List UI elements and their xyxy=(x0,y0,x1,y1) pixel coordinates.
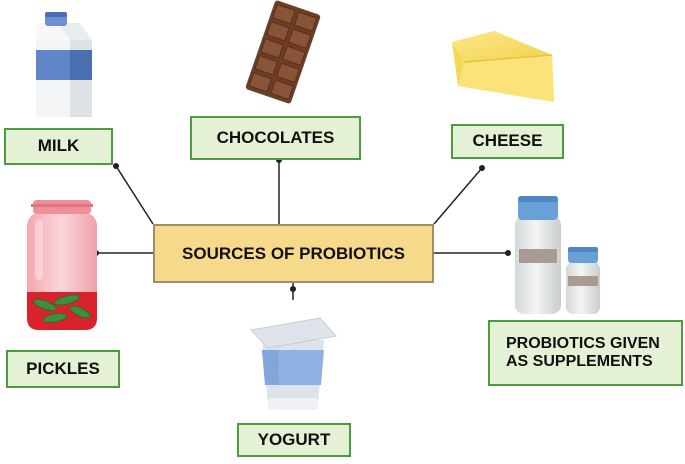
milk-carton-icon xyxy=(36,12,92,117)
label-milk-text: MILK xyxy=(37,136,80,156)
supplement-bottles-icon xyxy=(515,196,600,314)
cheese-wedge-icon xyxy=(452,31,554,102)
label-supplements-line-1: PROBIOTICS GIVEN xyxy=(506,335,660,353)
yogurt-cup-icon xyxy=(249,317,337,410)
center-node-label: SOURCES OF PROBIOTICS xyxy=(182,243,405,263)
label-supplements: PROBIOTICS GIVEN AS SUPPLEMENTS xyxy=(488,320,683,386)
center-node-sources-of-probiotics: SOURCES OF PROBIOTICS xyxy=(153,224,434,283)
label-yogurt: YOGURT xyxy=(237,423,351,457)
pickle-jar-icon xyxy=(27,200,97,330)
connector-dot-cheese xyxy=(479,165,485,171)
label-yogurt-text: YOGURT xyxy=(257,429,331,449)
chocolate-bar-icon xyxy=(245,0,321,104)
connector-dot-milk xyxy=(113,163,119,169)
label-cheese: CHEESE xyxy=(451,124,564,159)
label-supplements-line-2: AS SUPPLEMENTS xyxy=(506,353,653,370)
label-milk: MILK xyxy=(4,128,113,165)
label-pickles: PICKLES xyxy=(6,350,120,388)
label-cheese-text: CHEESE xyxy=(472,131,543,151)
label-chocolates: CHOCOLATES xyxy=(190,116,361,160)
connector-dot-supplements xyxy=(505,250,511,256)
label-supplements-text: PROBIOTICS GIVEN AS SUPPLEMENTS xyxy=(506,335,660,370)
label-chocolates-text: CHOCOLATES xyxy=(216,127,335,147)
connector-milk xyxy=(115,165,154,225)
connector-cheese xyxy=(433,167,483,225)
label-pickles-text: PICKLES xyxy=(26,358,100,378)
connector-dot-yogurt xyxy=(290,286,296,292)
